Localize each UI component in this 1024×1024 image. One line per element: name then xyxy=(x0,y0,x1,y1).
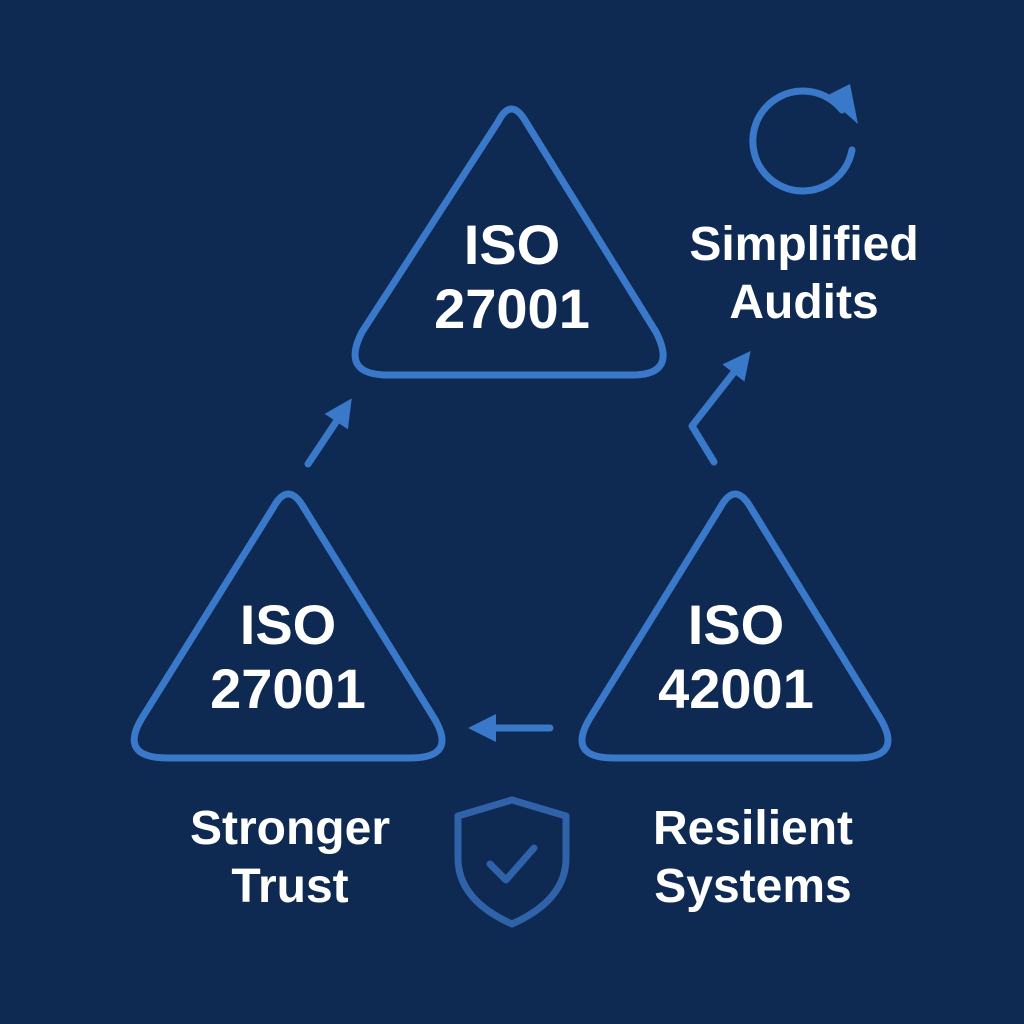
triangle-top-line2: 27001 xyxy=(434,277,590,340)
triangle-iso-right: ISO 42001 xyxy=(578,490,892,762)
caption-left-line2: Trust xyxy=(231,860,349,913)
triangle-outline-top xyxy=(351,105,667,379)
triangle-outline-left xyxy=(130,490,446,762)
triangle-iso-top: ISO 27001 xyxy=(351,105,667,379)
triangle-outline-right xyxy=(578,490,892,762)
refresh-cycle-icon xyxy=(749,84,858,195)
caption-simplified-audits: Simplified Audits xyxy=(664,216,944,332)
shield-check-icon xyxy=(454,796,570,928)
caption-left-line1: Stronger xyxy=(189,802,390,855)
triangle-left-line1: ISO xyxy=(240,593,336,656)
caption-right-line2: Systems xyxy=(654,860,852,913)
arrow-right-to-audits xyxy=(688,350,751,466)
triangle-left-line2: 27001 xyxy=(210,657,366,720)
triangle-right-line2: 42001 xyxy=(658,657,814,720)
caption-resilient-systems: Resilient Systems xyxy=(608,800,898,916)
arrow-left-to-top xyxy=(304,398,352,468)
triangle-top-line1: ISO xyxy=(464,213,560,276)
triangle-right-line1: ISO xyxy=(688,593,784,656)
caption-right-line1: Resilient xyxy=(652,802,854,855)
caption-top-line2: Audits xyxy=(729,276,879,329)
caption-top-line1: Simplified xyxy=(689,218,919,271)
caption-stronger-trust: Stronger Trust xyxy=(150,800,430,916)
triangle-iso-left: ISO 27001 xyxy=(130,490,446,762)
